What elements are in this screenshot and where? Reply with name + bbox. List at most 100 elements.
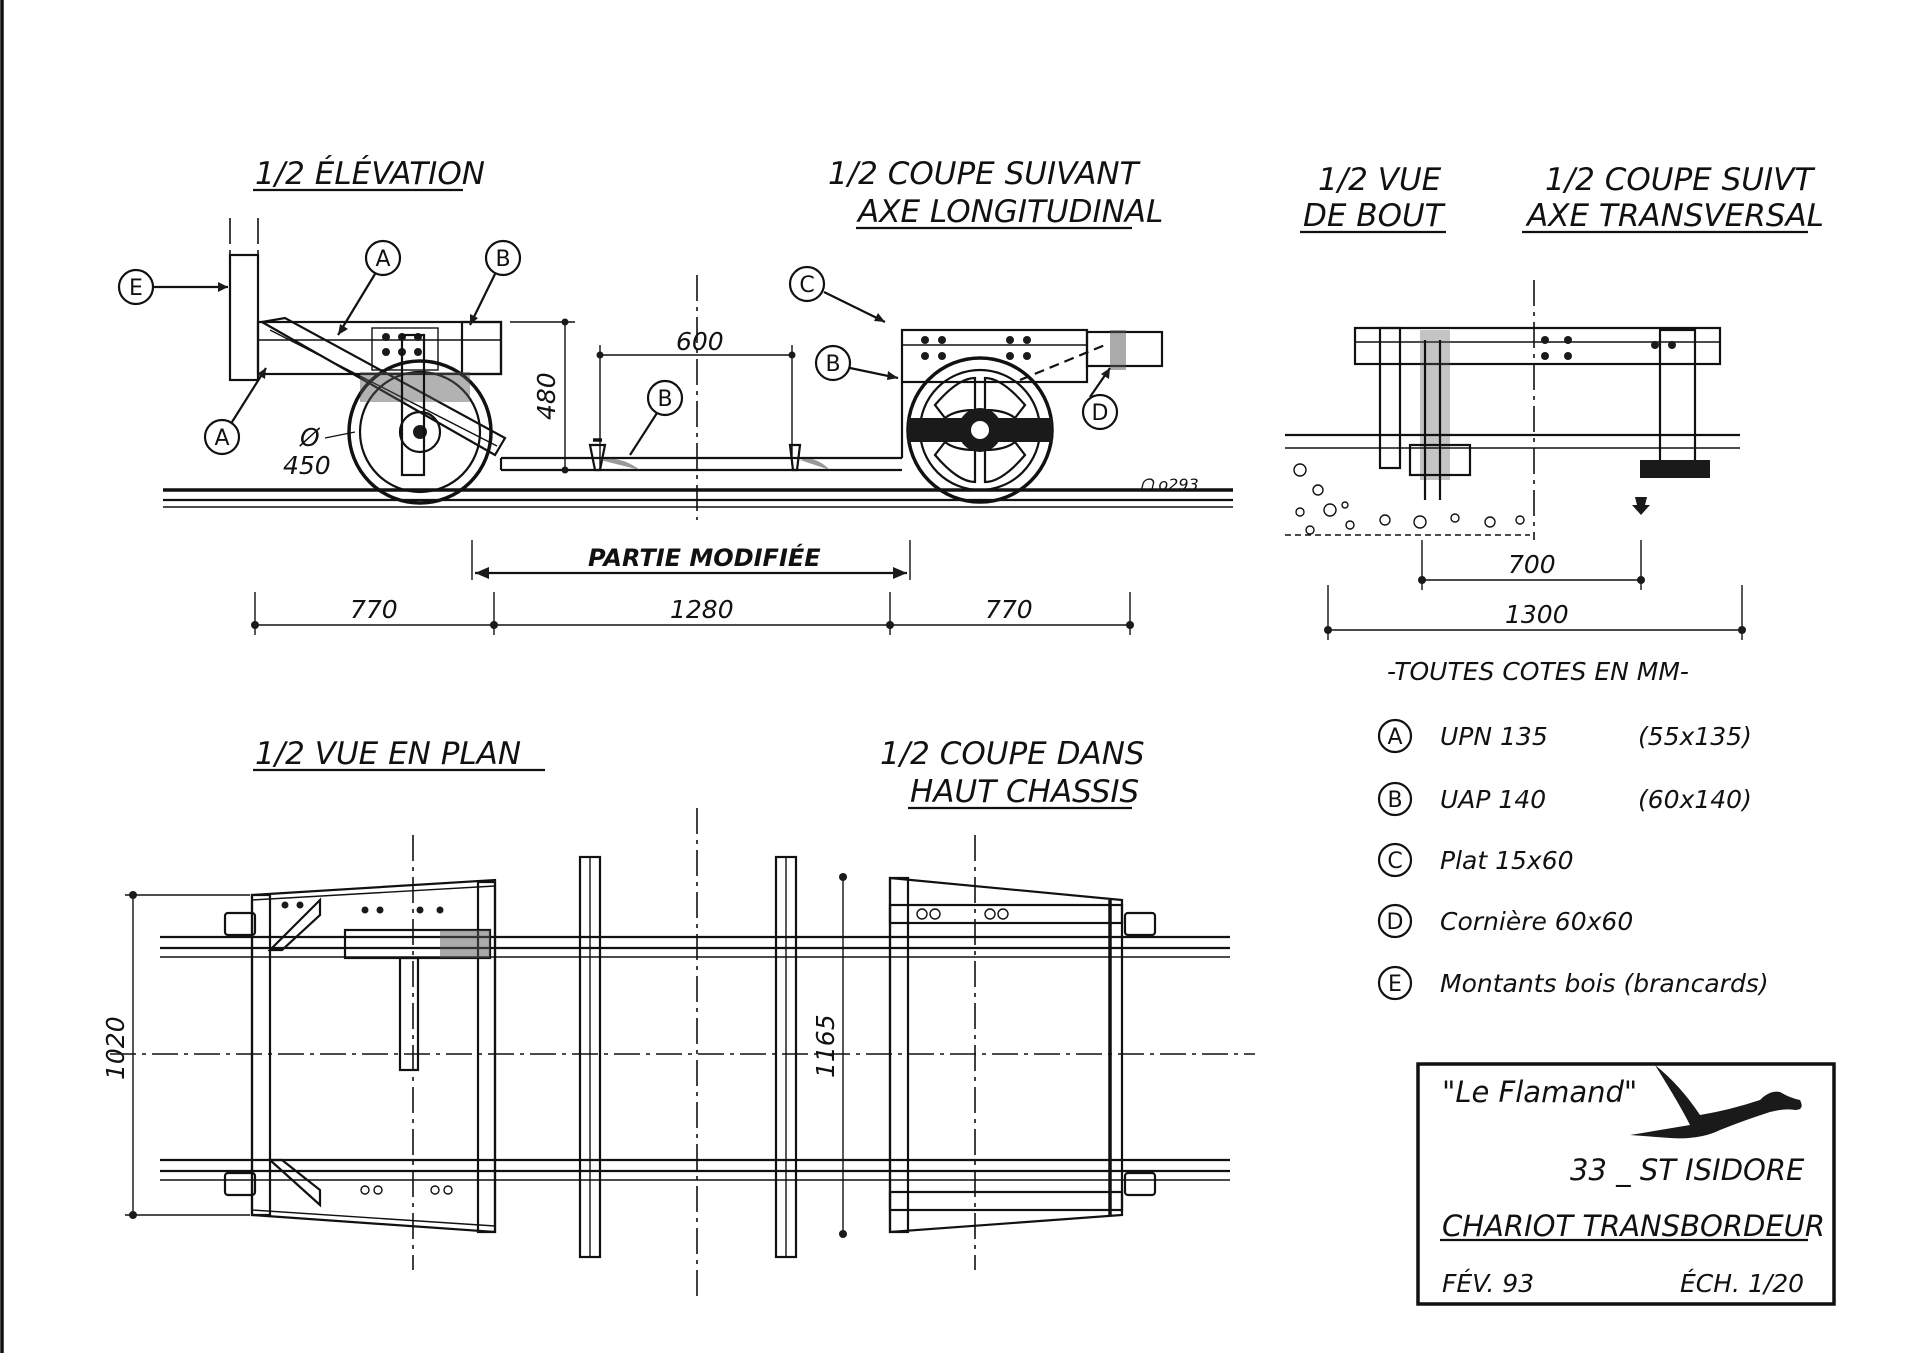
callout-D: D — [1081, 367, 1119, 431]
drawing-title: CHARIOT TRANSBORDEUR — [1442, 1209, 1825, 1243]
svg-text:B: B — [1387, 788, 1402, 813]
svg-text:(55x135): (55x135) — [1638, 722, 1752, 751]
dim-600: 600 — [676, 327, 724, 356]
diagonal-member-line — [269, 329, 498, 447]
weld-hatch — [800, 458, 830, 470]
callout-C: C — [788, 265, 886, 323]
legend-item-E: E Montants bois (brancards) — [1377, 965, 1769, 1001]
elevation-view: 1/2 ÉLÉVATION 1/2 COUPE SUIVANT AXE LONG… — [117, 156, 1233, 635]
wheel-dia-symbol: Ø — [299, 423, 321, 452]
units-note: -TOUTES COTES EN MM- — [1387, 657, 1689, 686]
crossbeam — [888, 876, 910, 1234]
bolt-row — [281, 901, 453, 1195]
modified-part-label: PARTIE MODIFIÉE — [588, 543, 821, 572]
side-member — [1378, 326, 1402, 470]
weld-hatch — [600, 458, 640, 470]
leader-line — [324, 431, 356, 439]
spring-block — [360, 372, 470, 402]
dim-dot — [251, 621, 259, 629]
dim-dot — [490, 621, 498, 629]
left-frame-end — [460, 320, 503, 376]
dim-dot — [886, 621, 894, 629]
longitudinal-member — [888, 903, 1124, 925]
dim-dot — [1324, 626, 1332, 634]
bearing-block — [440, 930, 490, 958]
heading-long-section-2: AXE LONGITUDINAL — [856, 194, 1163, 230]
wooden-post — [228, 253, 260, 382]
svg-text:Plat 15x60: Plat 15x60 — [1440, 846, 1574, 875]
dim-1020: 1020 — [101, 1016, 130, 1080]
dim-dot — [596, 351, 604, 359]
svg-text:A: A — [214, 426, 229, 451]
svg-text:E: E — [129, 276, 143, 301]
svg-text:UAP 140: UAP 140 — [1440, 785, 1546, 814]
dim-dot — [129, 1211, 137, 1219]
side-member — [1658, 328, 1697, 472]
heading-end-view-2: DE BOUT — [1303, 198, 1446, 234]
bolt-row — [1541, 336, 1676, 360]
heading-trans-section-1: 1/2 COUPE SUIVT — [1545, 162, 1815, 198]
crossbeam — [476, 880, 497, 1234]
heading-chassis-section-2: HAUT CHASSIS — [910, 774, 1139, 810]
corner-gusset — [267, 897, 322, 952]
arrow-head — [475, 567, 489, 579]
svg-text:Cornière 60x60: Cornière 60x60 — [1440, 907, 1633, 936]
legend: -TOUTES COTES EN MM- A UPN 135 (55x135) … — [1377, 657, 1769, 1001]
dim-dot — [788, 351, 796, 359]
heading-plan-view: 1/2 VUE EN PLAN — [255, 736, 521, 772]
drawing-date: FÉV. 93 — [1442, 1269, 1534, 1298]
handle — [1123, 911, 1157, 937]
right-chassis-outline — [888, 876, 1124, 1234]
right-frame — [900, 328, 1089, 384]
heading-trans-section-2: AXE TRANSVERSAL — [1525, 198, 1824, 234]
svg-text:C: C — [799, 273, 814, 298]
dim-dot — [839, 873, 847, 881]
heading-chassis-section-1: 1/2 COUPE DANS — [880, 736, 1145, 772]
svg-text:B: B — [657, 387, 672, 412]
dim-1165: 1165 — [811, 1014, 840, 1078]
diagonal-member — [258, 316, 507, 457]
svg-text:(60x140): (60x140) — [1638, 785, 1752, 814]
legend-item-B: B UAP 140 (60x140) — [1377, 781, 1752, 817]
dim-1300: 1300 — [1505, 600, 1569, 629]
title-block-frame — [1416, 1062, 1836, 1306]
end-view: 1/2 VUE DE BOUT 1/2 COUPE SUIVT AXE TRAN… — [1285, 162, 1824, 640]
left-frame — [256, 320, 503, 376]
brand-name: "Le Flamand" — [1442, 1075, 1637, 1109]
flamingo-logo — [1630, 1065, 1802, 1139]
wheel-bearing — [1640, 460, 1710, 478]
ballast-pattern — [1293, 463, 1525, 535]
handle — [1123, 1171, 1157, 1197]
callout-E: E — [117, 268, 228, 306]
svg-text:Montants bois (brancards): Montants bois (brancards) — [1440, 969, 1769, 998]
frame-line — [251, 1209, 496, 1227]
corner-gusset — [267, 1158, 322, 1208]
dim-dot — [1126, 621, 1134, 629]
svg-text:C: C — [1387, 849, 1402, 874]
rail-section-icon — [1632, 497, 1650, 515]
callout-B: B — [814, 344, 899, 382]
bolt-row — [916, 908, 1009, 920]
dim-dot — [1738, 626, 1746, 634]
svg-text:A: A — [375, 247, 390, 272]
dim-dot — [1418, 576, 1426, 584]
dim-1280: 1280 — [670, 595, 734, 624]
callout-B: B — [469, 239, 522, 326]
angle-bracket — [1110, 330, 1126, 370]
dim-480: 480 — [532, 372, 561, 420]
wheel-dia-value: 450 — [283, 451, 331, 480]
legend-item-C: C Plat 15x60 — [1377, 842, 1574, 878]
svg-text:A: A — [1387, 725, 1402, 750]
transverse-beam — [1353, 326, 1722, 366]
dim-dot — [839, 1230, 847, 1238]
heading-elevation: 1/2 ÉLÉVATION — [255, 156, 485, 192]
heading-long-section-1: 1/2 COUPE SUIVANT — [828, 156, 1141, 192]
arrow-head — [893, 567, 907, 579]
dim-700: 700 — [1508, 550, 1556, 579]
legend-item-A: A UPN 135 (55x135) — [1377, 718, 1752, 754]
axle-bracket — [400, 333, 426, 477]
dim-dot — [1637, 576, 1645, 584]
rail-reference: ᗝ o293 — [1140, 475, 1199, 494]
bolt-plate — [921, 336, 1031, 360]
